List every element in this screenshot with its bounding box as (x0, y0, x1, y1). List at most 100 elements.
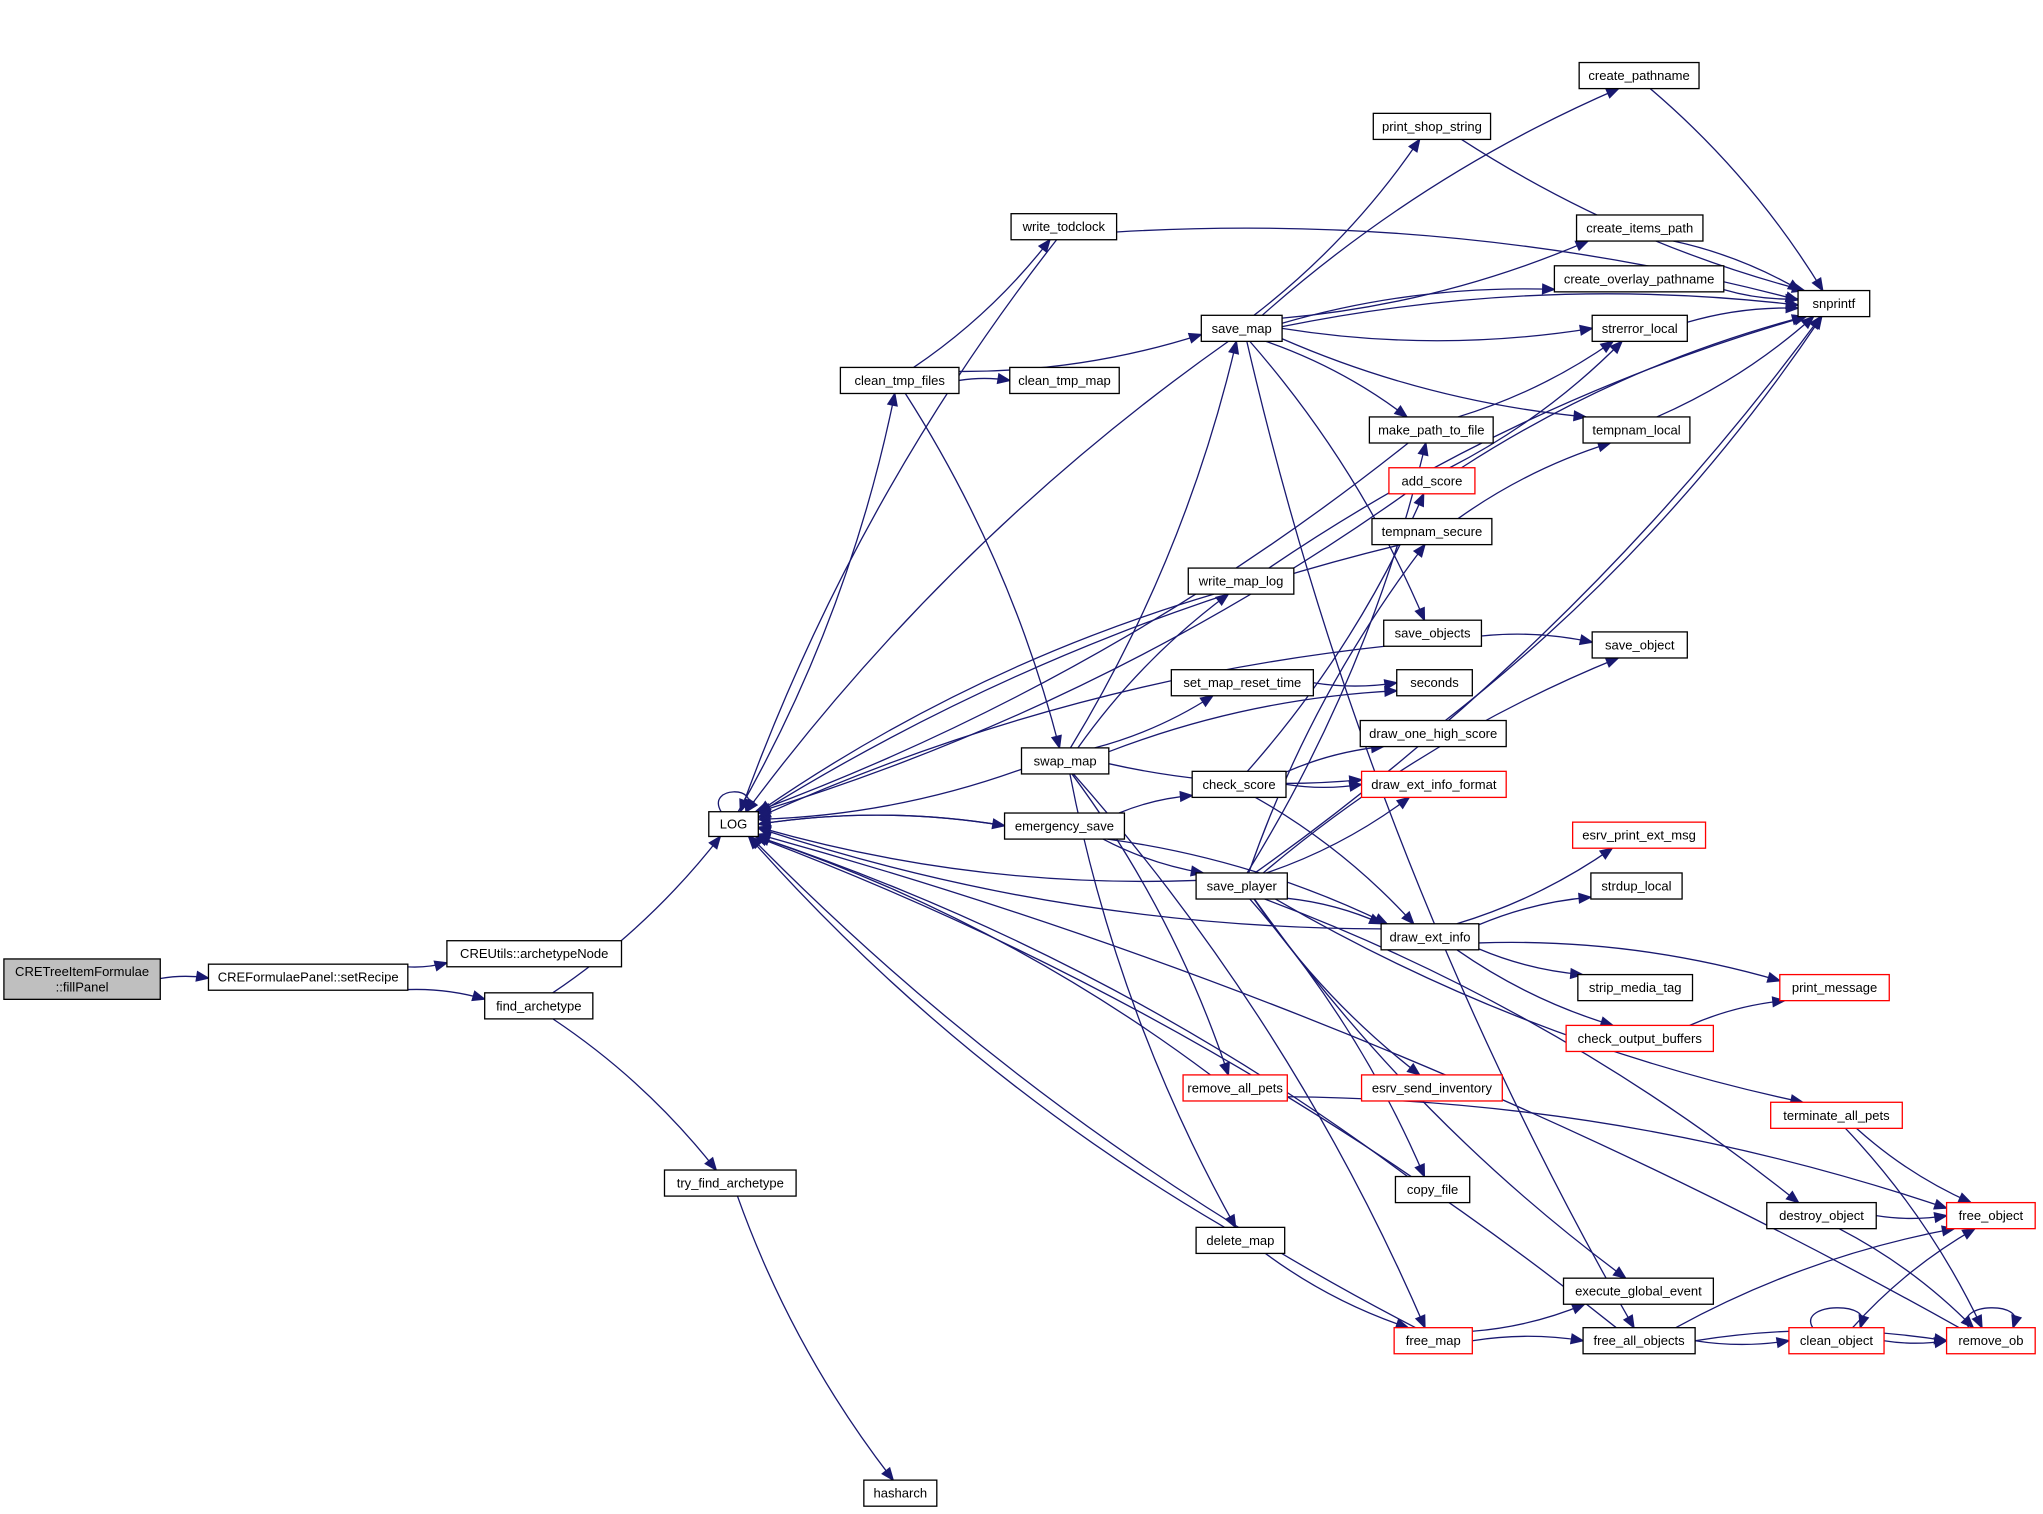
node-label: create_overlay_pathname (1564, 271, 1715, 286)
node-destroy-object[interactable]: destroy_object (1766, 1201, 1877, 1230)
edge-delete-map-to-free-map (1265, 1252, 1409, 1329)
node-box (1578, 61, 1700, 90)
node-copy-file[interactable]: copy_file (1394, 1175, 1471, 1204)
edge-draw-ext-info-to-log (758, 827, 1382, 930)
node-check-score[interactable]: check_score (1191, 770, 1287, 799)
edge-draw-ext-info-to-esrv-print-ext-msg-arrowhead (1598, 847, 1614, 860)
node-strip-media-tag[interactable]: strip_media_tag (1577, 973, 1694, 1002)
node-box (1565, 1024, 1715, 1053)
edge-save-map-to-save-objects (1249, 340, 1426, 621)
edge-save-player-to-snprintf (1254, 316, 1822, 874)
edge-save-map-to-create-overlay-pathname (1281, 288, 1555, 324)
node-seconds[interactable]: seconds (1396, 669, 1473, 697)
node-try-find-archetype[interactable]: try_find_archetype (663, 1169, 797, 1197)
node-save-player[interactable]: save_player (1195, 872, 1288, 900)
edge-save-player-to-tempnam-secure (1248, 544, 1426, 874)
node-box (446, 940, 623, 968)
node-find-archetype[interactable]: find_archetype (484, 992, 594, 1020)
edge-swap-map-to-set-map-reset-time (1094, 695, 1214, 749)
node-free-all-objects[interactable]: free_all_objects (1582, 1327, 1696, 1355)
edge-check-score-to-draw-ext-info (1255, 796, 1415, 925)
node-log[interactable]: LOG (708, 811, 759, 838)
node-save-object[interactable]: save_object (1591, 631, 1688, 659)
edge-clean-tmp-files-to-write-todclock (913, 239, 1051, 368)
edge-try-find-archetype-to-hasharch-arrowhead (881, 1466, 895, 1482)
node-print-shop-string[interactable]: print_shop_string (1372, 112, 1492, 141)
edge-remove-ob-to-log-arrowhead (756, 832, 772, 844)
edge-tempnam-secure-to-log (757, 543, 1401, 815)
node-tempnam-secure[interactable]: tempnam_secure (1371, 517, 1493, 546)
node-tempnam-local[interactable]: tempnam_local (1582, 416, 1691, 444)
edge-strerror-local-to-snprintf (1687, 307, 1799, 323)
node-draw-one-high-score[interactable]: draw_one_high_score (1359, 719, 1507, 748)
node-box (1582, 1327, 1696, 1355)
node-box (1396, 669, 1473, 697)
node-label: free_all_objects (1594, 1333, 1686, 1348)
node-hasharch[interactable]: hasharch (863, 1479, 938, 1507)
edge-save-map-to-create-pathname (1261, 88, 1619, 316)
edge-clean-tmp-files-to-save-map-arrowhead (1187, 332, 1203, 344)
edge-terminate-all-pets-to-remove-ob-arrowhead (1971, 1314, 1983, 1330)
edge-swap-map-to-write-map-log-arrowhead (1214, 593, 1230, 607)
edge-log-to-clean-tmp-files-arrowhead (886, 391, 898, 407)
edge-save-map-to-log (745, 340, 1229, 813)
edge-clean-tmp-files-to-save-map (958, 333, 1202, 373)
edge-setrecipe-to-find-archetype-arrowhead (471, 990, 487, 1002)
node-box (1575, 214, 1704, 242)
node-emergency-save[interactable]: emergency_save (1003, 812, 1126, 840)
node-swap-map[interactable]: swap_map (1020, 747, 1110, 775)
node-set-map-reset-time[interactable]: set_map_reset_time (1170, 669, 1315, 697)
node-remove-all-pets[interactable]: remove_all_pets (1182, 1074, 1288, 1102)
node-add-score[interactable]: add_score (1388, 467, 1476, 495)
edge-swap-map-to-set-map-reset-time-arrowhead (1199, 694, 1215, 708)
node-create-pathname[interactable]: create_pathname (1578, 61, 1700, 90)
node-write-todclock[interactable]: write_todclock (1010, 213, 1118, 241)
node-remove-ob[interactable]: remove_ob (1945, 1327, 2036, 1355)
node-esrv-print-ext-msg[interactable]: esrv_print_ext_msg (1571, 821, 1707, 849)
node-box (1797, 289, 1871, 318)
node-check-output-buffers[interactable]: check_output_buffers (1565, 1024, 1715, 1053)
edge-add-score-to-strerror-local (1449, 340, 1623, 469)
edge-save-map-to-tempnam-local (1281, 338, 1586, 418)
edge-save-player-to-make-path-to-file-arrowhead (1417, 441, 1429, 457)
node-create-overlay-pathname[interactable]: create_overlay_pathname (1553, 265, 1725, 293)
node-draw-ext-info[interactable]: draw_ext_info (1380, 923, 1480, 951)
edge-draw-ext-info-to-strip-media-tag (1478, 948, 1583, 976)
edge-free-map-to-free-all-objects-arrowhead (1569, 1333, 1585, 1345)
node-box (1191, 770, 1287, 799)
node-box (1766, 1201, 1877, 1230)
node-box (1380, 923, 1480, 951)
node-free-object[interactable]: free_object (1945, 1201, 2036, 1230)
edge-clean-object-to-clean-object-arrowhead (1858, 1314, 1870, 1330)
edge-save-player-to-esrv-send-inventory-arrowhead (1406, 1062, 1422, 1076)
node-box (1553, 265, 1725, 293)
edge-copy-file-to-log (757, 835, 1409, 1178)
node-clean-tmp-files[interactable]: clean_tmp_files (839, 366, 960, 395)
node-strdup-local[interactable]: strdup_local (1590, 872, 1683, 900)
edge-save-map-to-free-all-objects (1246, 341, 1635, 1329)
edge-free-map-to-execute-global-event (1472, 1303, 1585, 1332)
node-setrecipe[interactable]: CREFormulaePanel::setRecipe (207, 963, 409, 991)
edge-swap-map-to-seconds-arrowhead (1384, 685, 1399, 697)
node-print-message[interactable]: print_message (1779, 973, 1890, 1002)
node-save-objects[interactable]: save_objects (1383, 619, 1483, 647)
node-clean-object[interactable]: clean_object (1788, 1327, 1885, 1355)
node-create-items-path[interactable]: create_items_path (1575, 214, 1704, 242)
node-terminate-all-pets[interactable]: terminate_all_pets (1770, 1101, 1903, 1129)
node-make-path-to-file[interactable]: make_path_to_file (1368, 416, 1494, 444)
edge-swap-map-to-free-map (1072, 773, 1426, 1328)
node-free-map[interactable]: free_map (1393, 1327, 1473, 1355)
node-draw-ext-info-format[interactable]: draw_ext_info_format (1360, 770, 1507, 799)
node-archetypenode[interactable]: CREUtils::archetypeNode (446, 940, 623, 968)
node-execute-global-event[interactable]: execute_global_event (1562, 1277, 1715, 1305)
node-label: save_object (1605, 637, 1675, 652)
node-write-map-log[interactable]: write_map_log (1187, 567, 1295, 595)
node-strerror-local[interactable]: strerror_local (1591, 314, 1688, 343)
node-delete-map[interactable]: delete_map (1195, 1226, 1286, 1255)
node-esrv-send-inventory[interactable]: esrv_send_inventory (1360, 1074, 1503, 1102)
node-snprintf[interactable]: snprintf (1797, 289, 1871, 318)
node-clean-tmp-map[interactable]: clean_tmp_map (1009, 366, 1120, 395)
edge-save-map-to-log-arrowhead (745, 798, 759, 814)
node-fillpanel[interactable]: CRETreeItemFormulae::fillPanel (3, 958, 161, 1000)
node-save-map[interactable]: save_map (1200, 314, 1283, 343)
